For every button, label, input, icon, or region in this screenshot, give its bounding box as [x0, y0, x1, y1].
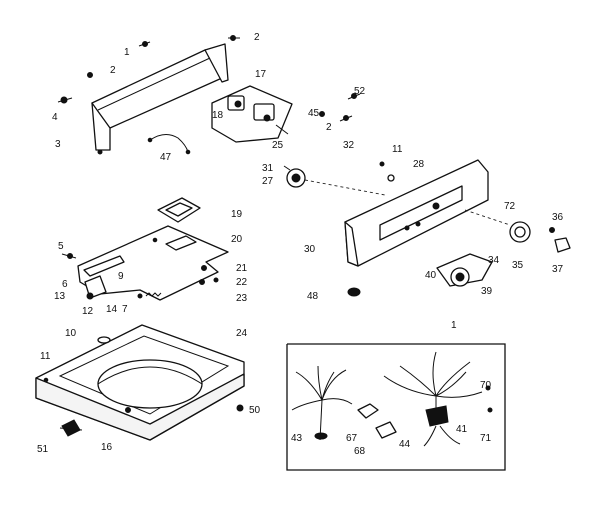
callout-24: 24 [236, 328, 248, 339]
screw [138, 41, 151, 47]
control-panel [344, 159, 489, 267]
callout-45: 45 [308, 108, 320, 119]
screw [57, 96, 73, 104]
clip [87, 72, 93, 78]
screw [228, 35, 240, 41]
callout-70: 70 [480, 380, 492, 391]
callout-68: 68 [354, 446, 366, 457]
callout-4: 4 [52, 112, 58, 123]
knob [509, 221, 531, 243]
washer-top [35, 324, 245, 441]
top-cover-bracket [77, 225, 229, 301]
callout-72: 72 [504, 201, 516, 212]
callout-22: 22 [236, 277, 248, 288]
terminal [487, 407, 493, 413]
callout-50: 50 [249, 405, 261, 416]
wire-harness [147, 134, 191, 155]
callout-51: 51 [37, 444, 49, 455]
screw [339, 115, 353, 122]
screw [199, 279, 205, 285]
switch-knob [450, 267, 470, 287]
callout-20: 20 [231, 234, 243, 245]
terminal [485, 385, 491, 391]
screw [61, 253, 77, 259]
knob-insert [554, 237, 571, 253]
callout-19: 19 [231, 209, 243, 220]
callout-67: 67 [346, 433, 358, 444]
console-backsplash [91, 43, 229, 155]
callout-27: 27 [262, 176, 274, 187]
callout-43: 43 [291, 433, 303, 444]
callout-34: 34 [488, 255, 500, 266]
callout-17: 17 [255, 69, 267, 80]
callout-21: 21 [236, 263, 248, 274]
callout-6: 6 [62, 279, 68, 290]
callout-36: 36 [552, 212, 564, 223]
lid-pad [157, 197, 201, 223]
callout-31: 31 [262, 163, 274, 174]
callout-44: 44 [399, 439, 411, 450]
callout-2: 2 [110, 65, 116, 76]
callout-13: 13 [54, 291, 66, 302]
screw [213, 277, 219, 283]
screw [137, 293, 143, 299]
callout-7: 7 [122, 304, 128, 315]
callout-41: 41 [456, 424, 468, 435]
callout-3: 3 [55, 139, 61, 150]
wire-harness-41 [383, 351, 483, 447]
callout-11: 11 [392, 144, 403, 155]
callout-10: 10 [65, 328, 77, 339]
callout-18: 18 [212, 110, 224, 121]
callout-25: 25 [272, 140, 284, 151]
grommet [347, 287, 361, 297]
callout-48: 48 [307, 291, 319, 302]
screw [347, 93, 361, 100]
callout-52: 52 [354, 86, 366, 97]
callout-16: 16 [101, 442, 113, 453]
screw [319, 111, 325, 117]
hinge [59, 419, 83, 437]
callout-47: 47 [160, 152, 172, 163]
callout-40: 40 [425, 270, 437, 281]
callout-23: 23 [236, 293, 248, 304]
callout-11: 11 [40, 351, 51, 362]
callout-9: 9 [118, 271, 124, 282]
callout-30: 30 [304, 244, 316, 255]
callout-37: 37 [552, 264, 564, 275]
callout-12: 12 [82, 306, 94, 317]
callout-1: 1 [124, 47, 130, 58]
callout-14: 14 [106, 304, 118, 315]
clip [379, 161, 395, 182]
timer [283, 165, 306, 188]
callout-35: 35 [512, 260, 524, 271]
connector-44 [375, 421, 397, 439]
callout-39: 39 [481, 286, 493, 297]
callout-5: 5 [58, 241, 64, 252]
wire-harness-43 [291, 365, 353, 441]
control-switch-bracket [211, 85, 293, 143]
callout-32: 32 [343, 140, 355, 151]
callout-71: 71 [480, 433, 492, 444]
callout-28: 28 [413, 159, 425, 170]
callout-2: 2 [254, 32, 260, 43]
screw [201, 265, 207, 271]
bumper [236, 404, 244, 412]
connector-67 [357, 403, 379, 419]
callout-1: 1 [451, 320, 457, 331]
grommet [97, 336, 111, 344]
harness-box [286, 343, 506, 471]
lid-switch [84, 275, 107, 300]
screw [549, 227, 555, 233]
callout-2: 2 [326, 122, 332, 133]
spring [145, 292, 162, 297]
